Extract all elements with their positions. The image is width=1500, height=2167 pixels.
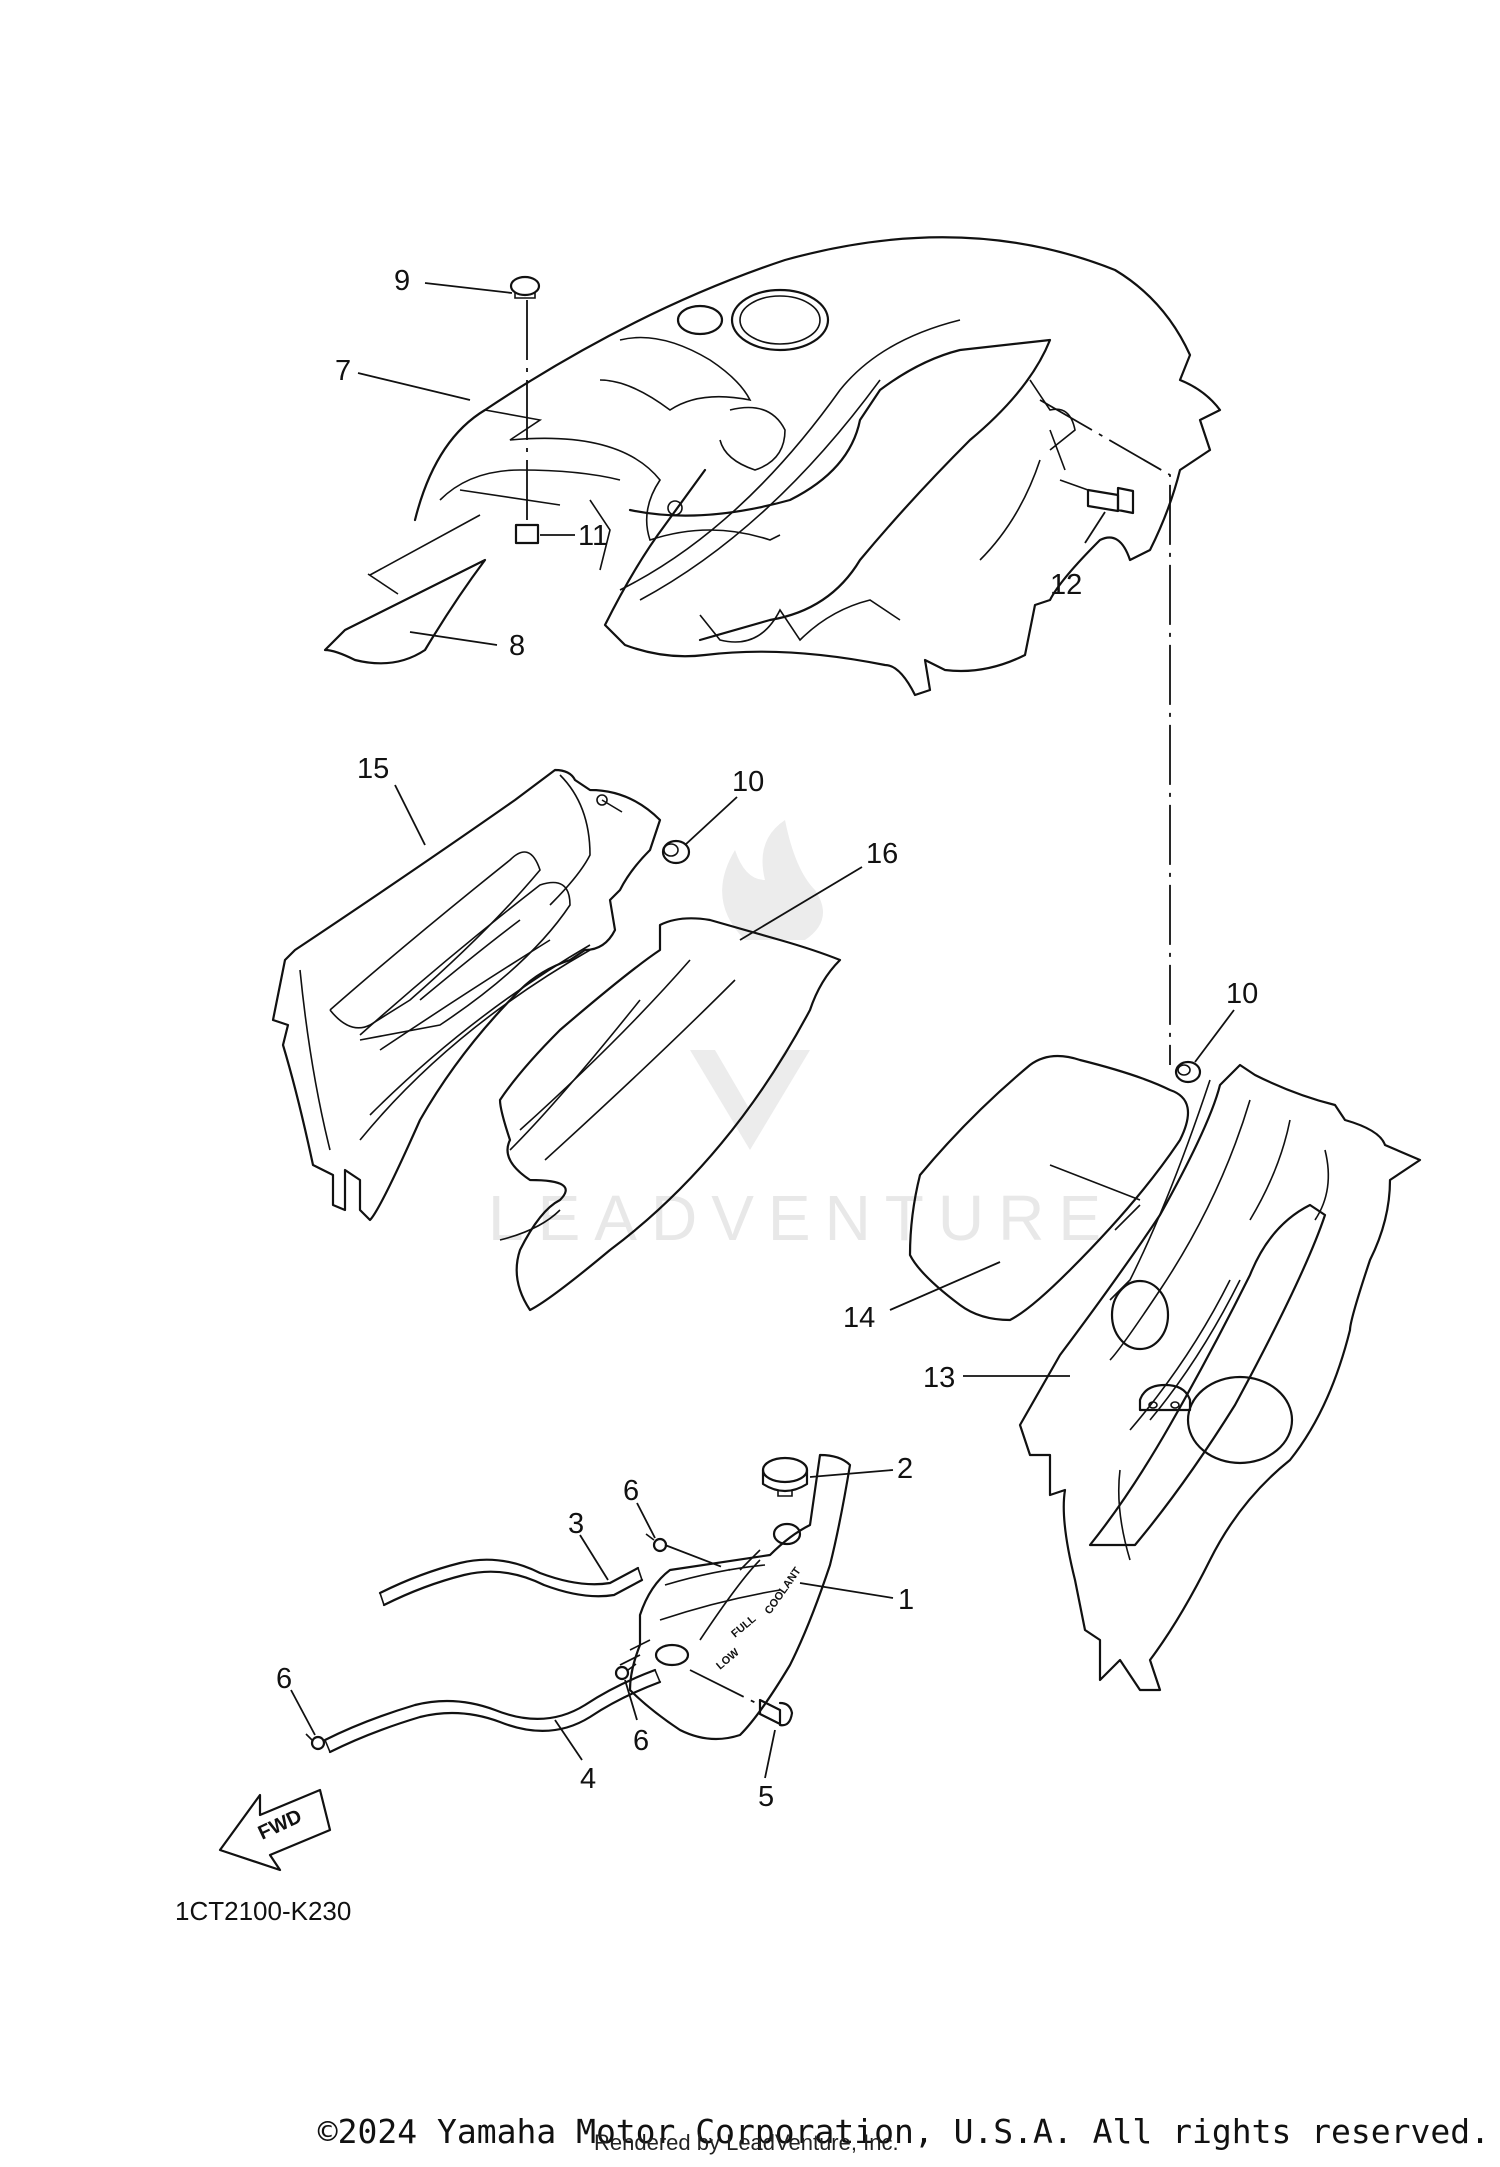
part-3-hose xyxy=(378,1558,644,1607)
leader-lines xyxy=(290,282,1235,1779)
fwd-arrow: FWD xyxy=(218,1788,332,1872)
callout-10-left: 10 xyxy=(732,766,764,798)
part-10-grommet-left xyxy=(661,839,691,865)
callout-5: 5 xyxy=(758,1781,774,1813)
rendered-by-notice: Rendered by LeadVenture, Inc. xyxy=(594,2130,899,2155)
part-13-right-side-cover xyxy=(1018,1063,1422,1692)
callout-10-right: 10 xyxy=(1226,978,1258,1010)
clamp-b-hose-line xyxy=(619,1654,641,1666)
part-10-grommet-right xyxy=(1174,1060,1202,1084)
callout-1: 1 xyxy=(898,1584,914,1616)
part-4-hose xyxy=(323,1668,662,1754)
part-11-nut xyxy=(514,523,540,545)
tank-label-coolant: COOLANT xyxy=(763,1565,804,1617)
callout-3: 3 xyxy=(568,1508,584,1540)
part-7-tank-cover xyxy=(413,236,1222,697)
part-12-bolt xyxy=(1039,399,1171,1065)
part-9-screw xyxy=(509,275,541,525)
clamp-a-hose-line xyxy=(664,1544,731,1571)
callout-6-a: 6 xyxy=(623,1475,639,1507)
tank-label-low: LOW xyxy=(714,1646,742,1672)
fwd-label: FWD xyxy=(255,1805,306,1844)
callout-14: 14 xyxy=(843,1302,875,1334)
watermark-text: LEADVENTURE xyxy=(488,1182,1115,1254)
leadventure-watermark: LEADVENTURE xyxy=(488,820,1115,1254)
part-6-clamp-c xyxy=(305,1733,326,1751)
part-2-cap xyxy=(761,1456,809,1497)
callout-6-b: 6 xyxy=(633,1725,649,1757)
part-1-coolant-reservoir: FULL LOW COOLANT xyxy=(628,1453,852,1741)
part-14-pad xyxy=(908,1054,1190,1322)
callout-2: 2 xyxy=(897,1453,913,1485)
tank-label-full: FULL xyxy=(729,1613,758,1640)
callout-13: 13 xyxy=(923,1362,955,1394)
part-6-clamp-b xyxy=(614,1663,637,1681)
callout-numbers: 9 7 8 11 12 15 10 16 10 14 13 2 3 6 1 6 … xyxy=(276,265,1258,1813)
callout-6-c: 6 xyxy=(276,1663,292,1695)
part-6-clamp-a xyxy=(645,1533,668,1553)
part-8-pad xyxy=(323,514,487,665)
part-15-left-side-cover xyxy=(271,768,662,1222)
part-16-pad xyxy=(498,917,842,1312)
callout-15: 15 xyxy=(357,753,389,785)
callout-11: 11 xyxy=(578,520,608,552)
part-5-bolt xyxy=(689,1669,794,1727)
callout-8: 8 xyxy=(509,630,525,662)
callout-16: 16 xyxy=(866,838,898,870)
callout-9: 9 xyxy=(394,265,410,297)
callout-4: 4 xyxy=(580,1763,596,1795)
diagram-code: 1CT2100-K230 xyxy=(175,1896,351,1926)
copyright-notice: ©2024 Yamaha Motor Corporation, U.S.A. A… xyxy=(317,2112,1490,2151)
callout-7: 7 xyxy=(335,355,351,387)
callout-12: 12 xyxy=(1050,569,1082,601)
